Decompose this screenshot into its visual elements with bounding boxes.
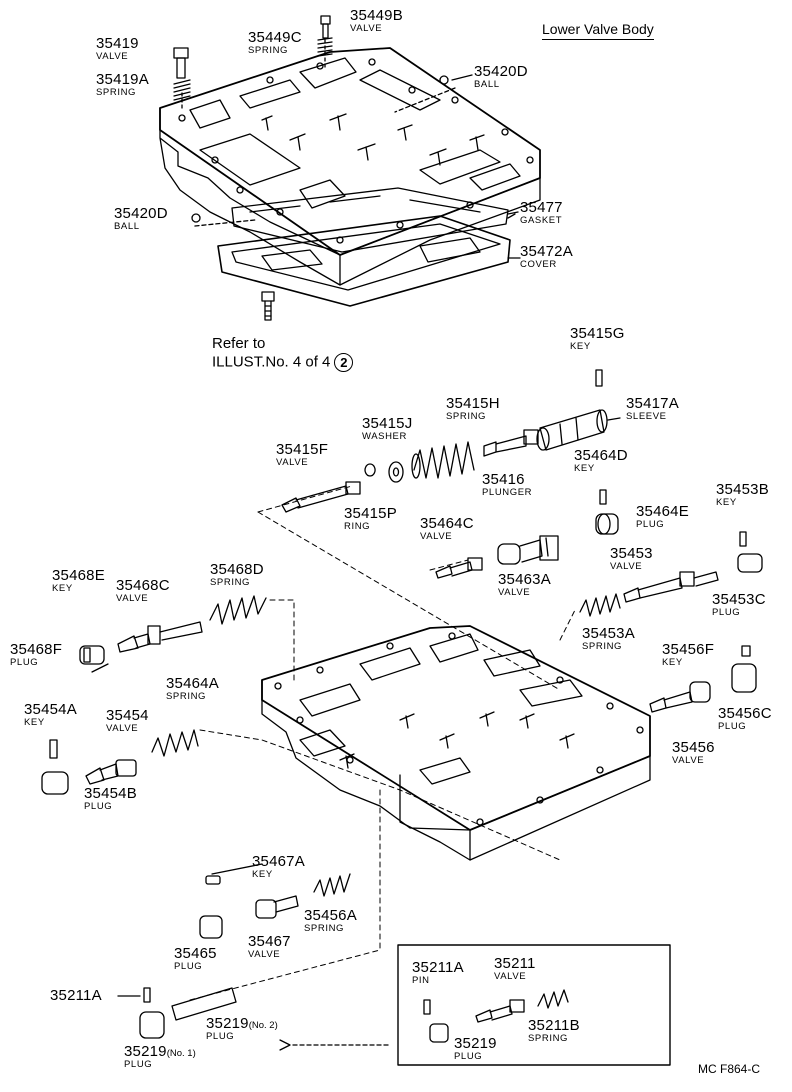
inset-box-35211 xyxy=(279,944,671,1066)
35415-assembly-parts xyxy=(281,369,621,513)
cover-35472A xyxy=(217,215,521,307)
figure-code: MC F864-C xyxy=(698,1062,761,1076)
left-side-parts xyxy=(41,595,351,1039)
refer-line1: Refer to xyxy=(212,335,266,352)
part-callout: 35219(No. 2)PLUG xyxy=(206,1015,278,1042)
diagram-title: Lower Valve Body xyxy=(542,22,654,40)
bolt xyxy=(261,291,275,321)
lower-valve-body xyxy=(261,625,651,861)
refer-line2: ILLUST.No. 4 of 4 xyxy=(212,353,331,371)
part-callout: 35219(No. 1)PLUG xyxy=(124,1043,196,1070)
gasket-35477 xyxy=(231,187,519,253)
lower-guide-lines xyxy=(189,485,576,1001)
upper-small-parts xyxy=(173,15,516,223)
circled-number-icon: 2 xyxy=(334,353,354,372)
part-callout: 35211A xyxy=(50,987,102,1004)
middle-small-parts xyxy=(435,489,763,713)
